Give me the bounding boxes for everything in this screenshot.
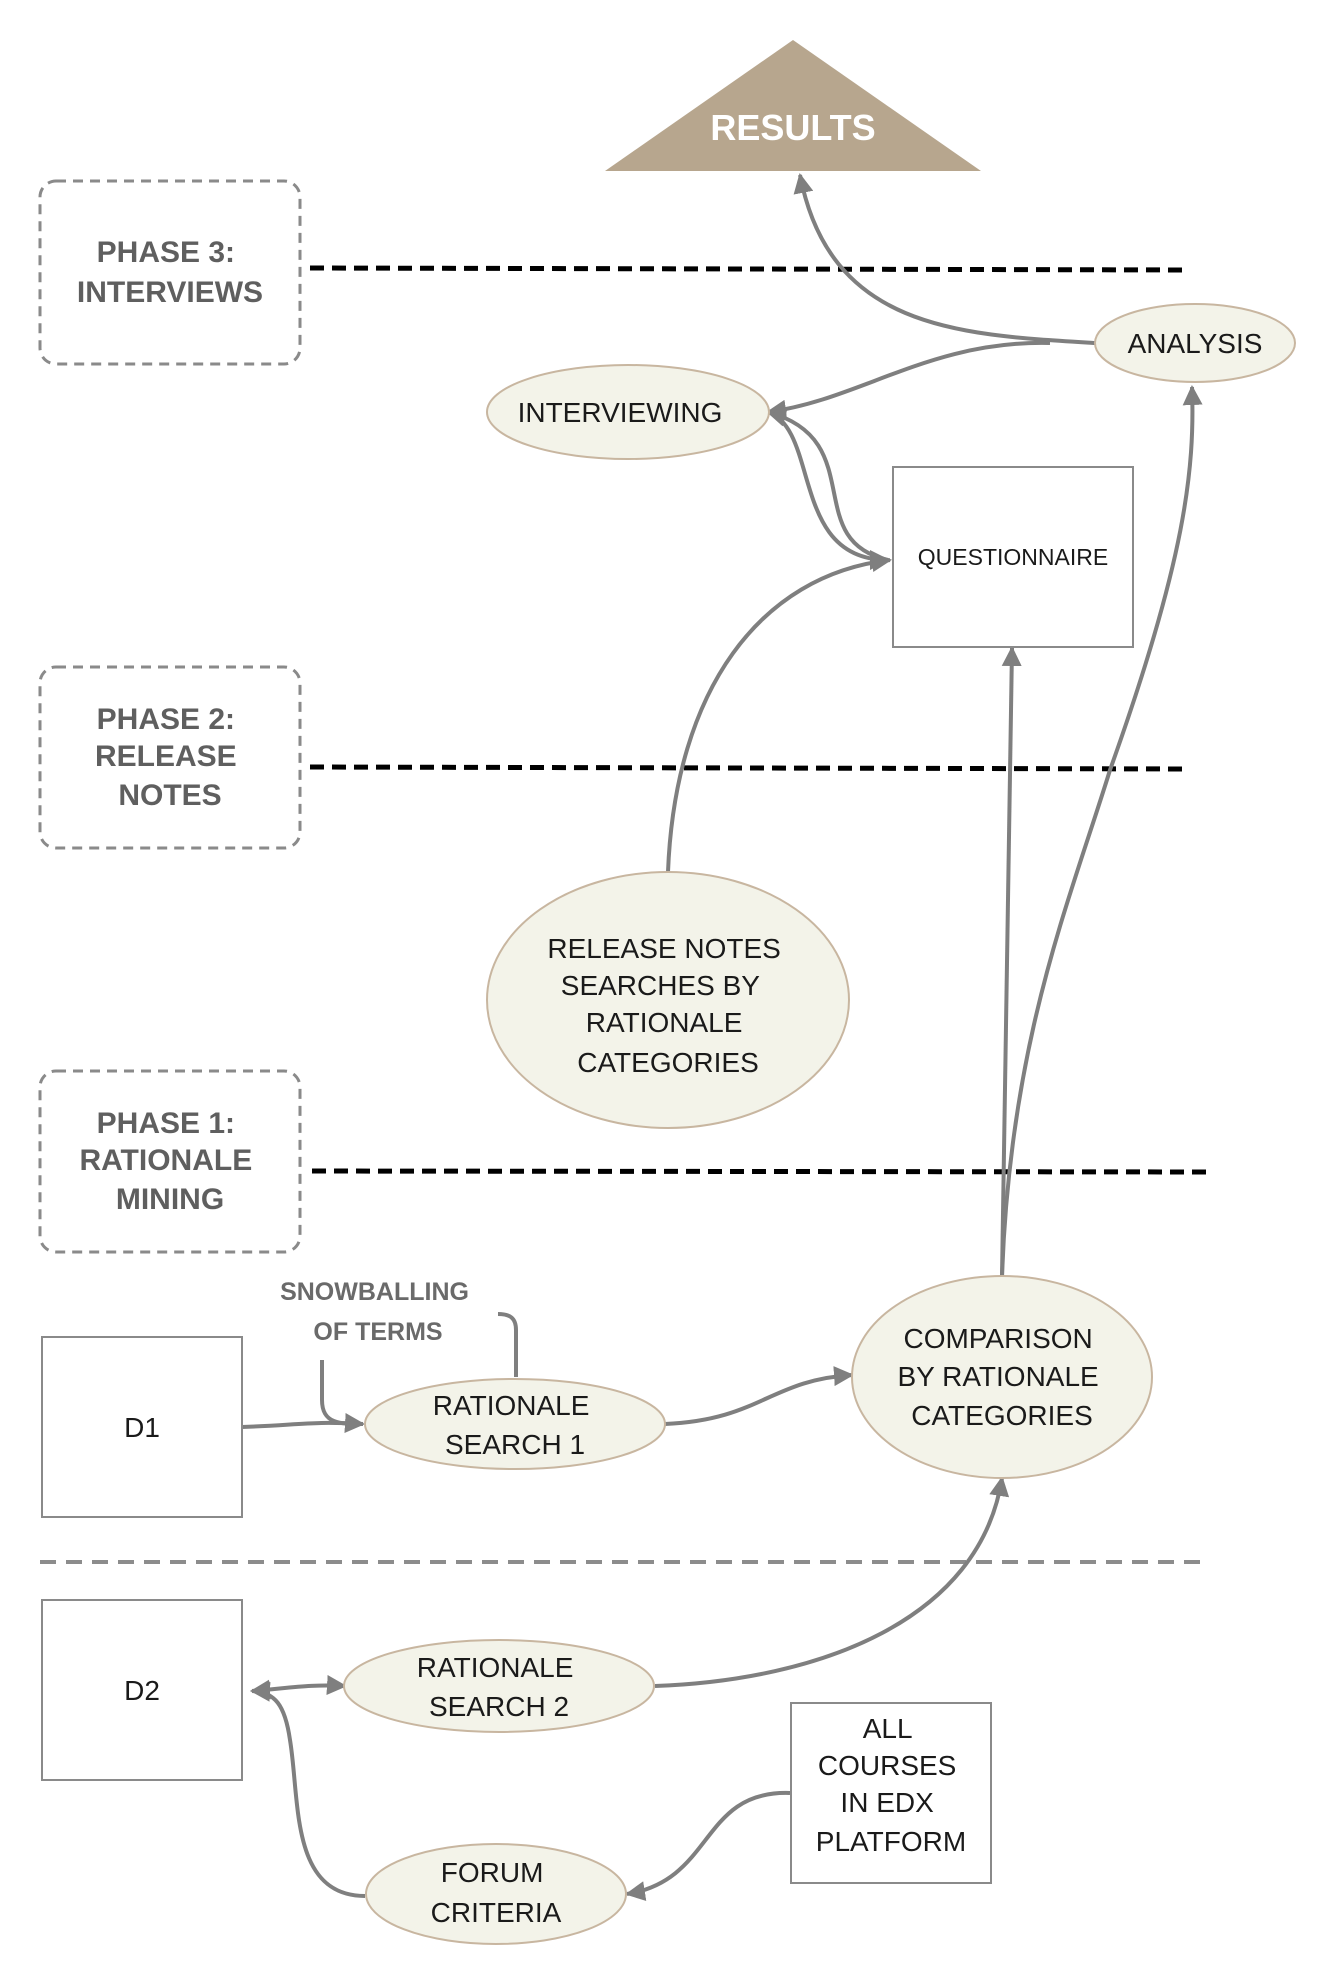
edge-search-2-to-comparison [654, 1476, 1010, 1688]
edge-comparison-to-analysis [1000, 385, 1203, 1278]
rationale-search-1-node: RATIONALE SEARCH 1 [364, 1378, 666, 1470]
phase-1-label: PHASE 1: RATIONALE MINING [79, 1107, 260, 1216]
snowballing-annotation: SNOWBALLING OF TERMS [280, 1278, 476, 1346]
questionnaire-label: QUESTIONNAIRE [918, 544, 1108, 570]
d2-node: D2 [41, 1599, 243, 1781]
forum-criteria-label: FORUM CRITERIA [431, 1857, 562, 1928]
d1-label: D1 [124, 1412, 160, 1443]
phase-3-divider [309, 265, 1191, 273]
edge-analysis-to-results [793, 173, 1096, 345]
phase-3-label: PHASE 3: INTERVIEWS [77, 236, 263, 309]
phase-1-box: PHASE 1: RATIONALE MINING [38, 1069, 302, 1254]
release-notes-searches-node: RELEASE NOTES SEARCHES BY RATIONALE CATE… [486, 871, 850, 1129]
d2-label: D2 [124, 1675, 160, 1706]
phase-2-divider [309, 764, 1191, 772]
snowballing-label: SNOWBALLING OF TERMS [280, 1278, 476, 1346]
rationale-search-2-node: RATIONALE SEARCH 2 [343, 1639, 655, 1733]
phase-2-box: PHASE 2: RELEASE NOTES [38, 665, 302, 850]
edge-release-notes-to-questionnaire [666, 552, 892, 873]
edge-d2-search-2 [250, 1674, 347, 1700]
rationale-search-1-label: RATIONALE SEARCH 1 [433, 1390, 597, 1460]
analysis-node: ANALYSIS [1094, 303, 1296, 383]
interviewing-node: INTERVIEWING [486, 364, 770, 460]
edge-all-courses-to-forum-criteria [625, 1790, 791, 1902]
questionnaire-node: QUESTIONNAIRE [892, 466, 1134, 648]
release-notes-searches-label: RELEASE NOTES SEARCHES BY RATIONALE CATE… [547, 933, 788, 1078]
phase-1-divider [311, 1168, 1213, 1175]
results-triangle: RESULTS [605, 40, 981, 171]
forum-criteria-node: FORUM CRITERIA [365, 1843, 627, 1945]
results-label: RESULTS [710, 107, 875, 148]
edge-analysis-to-interviewing [766, 340, 1051, 420]
edge-comparison-to-questionnaire [1000, 646, 1022, 1278]
all-courses-label: ALL COURSES IN EDX PLATFORM [816, 1713, 966, 1857]
edge-snowballing-in [320, 1360, 364, 1426]
rationale-search-2-label: RATIONALE SEARCH 2 [417, 1652, 581, 1722]
interviewing-label: INTERVIEWING [518, 397, 723, 428]
d1-node: D1 [41, 1336, 243, 1518]
phase-2-label: PHASE 2: RELEASE NOTES [95, 703, 245, 812]
comparison-label: COMPARISON BY RATIONALE CATEGORIES [897, 1323, 1106, 1431]
edge-forum-criteria-to-d2 [250, 1681, 366, 1898]
edge-questionnaire-to-interviewing [766, 407, 889, 562]
phase-3-box: PHASE 3: INTERVIEWS [38, 179, 302, 366]
edges [241, 173, 1203, 1902]
edge-snowballing-out [497, 1312, 518, 1377]
all-courses-node: ALL COURSES IN EDX PLATFORM [790, 1702, 992, 1884]
edge-search-1-to-comparison [664, 1366, 854, 1426]
comparison-node: COMPARISON BY RATIONALE CATEGORIES [851, 1275, 1153, 1479]
edge-interviewing-to-questionnaire [767, 410, 890, 570]
analysis-label: ANALYSIS [1128, 328, 1263, 359]
